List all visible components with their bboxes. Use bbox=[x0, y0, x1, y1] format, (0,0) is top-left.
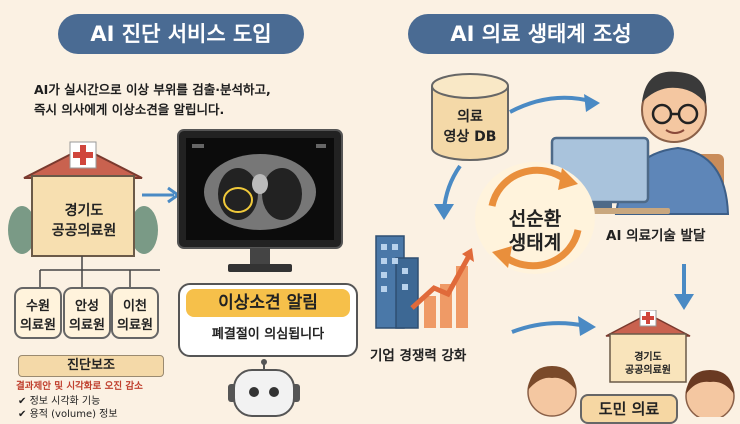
cycle-label-1: 선순환 bbox=[508, 208, 562, 230]
industry-label: 기업 경쟁력 강화 bbox=[370, 348, 467, 364]
main-hospital-label-2: 공공의료원 bbox=[51, 223, 117, 239]
small-hospital-label-1: 경기도 bbox=[634, 352, 662, 363]
alert-message: 폐결절이 의심됩니다 bbox=[211, 327, 325, 342]
branch-connector-lines bbox=[39, 256, 160, 290]
diagnosis-item-2: ✔ 용적 (volume) 정보 bbox=[18, 409, 118, 420]
arrow-industry-to-hospital bbox=[511, 316, 596, 336]
alert-title: 이상소견 알림 bbox=[186, 289, 350, 317]
citizen-label: 도민 의료 bbox=[580, 394, 678, 424]
check-icon: ✔ bbox=[18, 396, 27, 407]
ct-scan-monitor-icon bbox=[177, 129, 343, 272]
db-label-2: 영상 DB bbox=[443, 129, 497, 145]
branch-icheon: 이천 의료원 bbox=[111, 287, 159, 339]
small-hospital-icon bbox=[605, 310, 691, 383]
alert-bubble: 이상소견 알림 폐결절이 의심됩니다 bbox=[178, 283, 358, 357]
citizens-icon bbox=[527, 366, 735, 417]
database-icon bbox=[431, 73, 509, 161]
industry-growth-icon bbox=[375, 235, 474, 329]
check-icon: ✔ bbox=[18, 409, 27, 420]
diagnosis-item-1: ✔ 정보 시각화 기능 bbox=[18, 396, 101, 407]
diagnosis-support-title: 진단보조 bbox=[18, 355, 164, 377]
hospital-building-icon bbox=[8, 141, 158, 257]
branch-anseong: 안성 의료원 bbox=[63, 287, 111, 339]
arrow-db-to-doctor bbox=[509, 94, 600, 114]
db-label-1: 의료 bbox=[457, 109, 483, 125]
right-header: AI 의료 생태계 조성 bbox=[408, 14, 674, 54]
branch-suwon: 수원 의료원 bbox=[14, 287, 62, 339]
left-header: AI 진단 서비스 도입 bbox=[58, 14, 304, 54]
tech-label: AI 의료기술 발달 bbox=[606, 228, 706, 244]
arrow-db-to-industry bbox=[434, 164, 462, 220]
small-hospital-label-2: 공공의료원 bbox=[625, 365, 671, 376]
left-description-line1: AI가 실시간으로 이상 부위를 검출·분석하고, bbox=[34, 82, 271, 97]
left-description-line2: 즉시 의사에게 이상소견을 알립니다. bbox=[34, 102, 225, 117]
cycle-arrows-icon bbox=[475, 162, 595, 274]
robot-icon bbox=[228, 359, 300, 417]
diagnosis-support-subtitle: 결과제안 및 시각화로 오진 감소 bbox=[16, 381, 143, 392]
arrow-tech-to-hospital bbox=[674, 264, 694, 310]
main-hospital-label-1: 경기도 bbox=[64, 203, 104, 219]
cycle-label-2: 생태계 bbox=[508, 232, 562, 254]
